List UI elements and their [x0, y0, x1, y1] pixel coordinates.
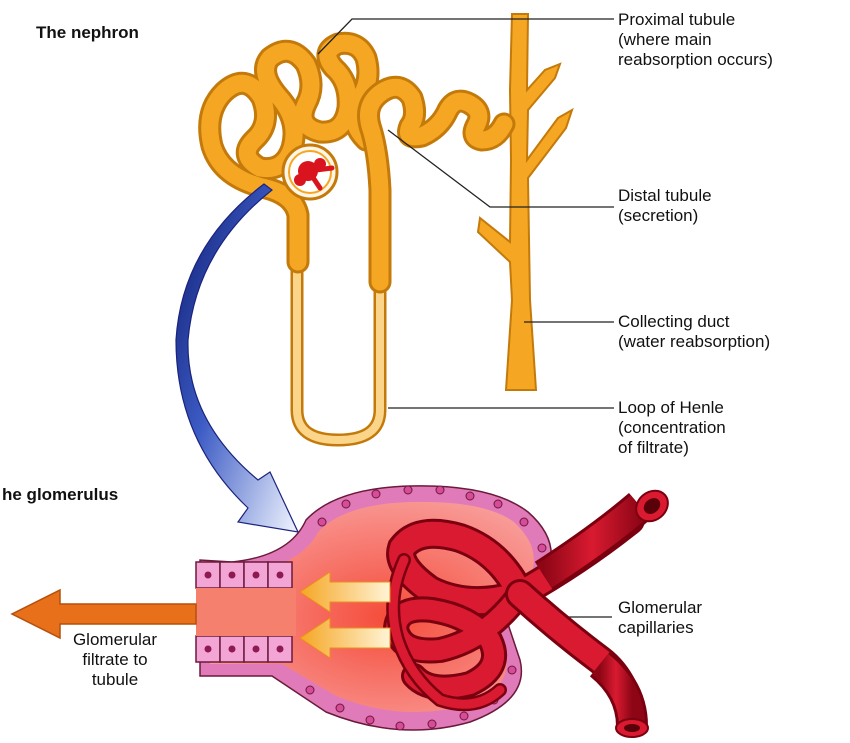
glomerular-capillaries-label: Glomerular capillaries	[618, 598, 702, 638]
glomerulus-title: he glomerulus	[2, 485, 118, 505]
zoom-arrow	[176, 184, 298, 532]
nephron-group	[210, 14, 572, 440]
glomerular-filtrate-label: Glomerular filtrate to tubule	[30, 630, 200, 690]
collecting-duct-label: Collecting duct (water reabsorption)	[618, 312, 770, 352]
efferent-arteriole	[600, 664, 648, 737]
collecting-duct	[478, 14, 572, 390]
proximal-tubule-label: Proximal tubule (where main reabsorption…	[618, 10, 773, 70]
loop-of-henle	[297, 262, 380, 440]
distal-tubule-label: Distal tubule (secretion)	[618, 186, 712, 226]
afferent-arteriole	[544, 484, 674, 576]
glomerulus-detail	[12, 484, 674, 737]
loop-of-henle-label: Loop of Henle (concentration of filtrate…	[618, 398, 726, 458]
nephron-title: The nephron	[36, 23, 139, 43]
